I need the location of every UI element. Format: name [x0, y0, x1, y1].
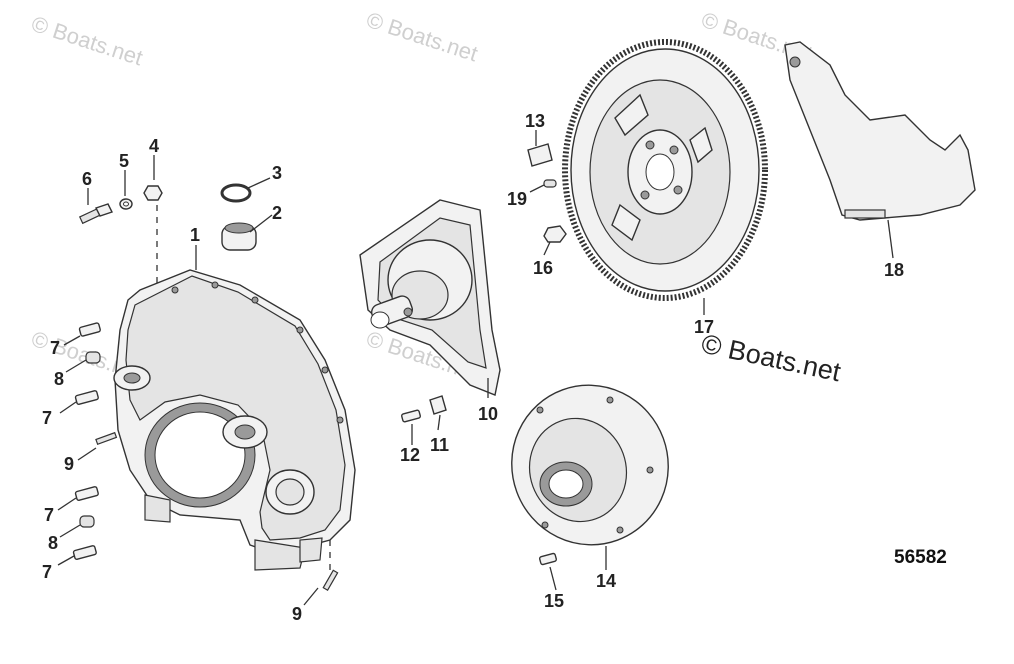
- callouts: 1 2 3 4 5 6 7 8 7 9 7 8 7 9 10 11 12 13 …: [42, 111, 904, 624]
- callout-4: 4: [149, 136, 159, 156]
- callout-15: 15: [544, 591, 564, 611]
- callout-19: 19: [507, 189, 527, 209]
- watermark: © Boats.net: [363, 7, 480, 66]
- hardware-group[interactable]: [72, 183, 339, 591]
- small-parts-center[interactable]: [401, 143, 567, 423]
- callout-7: 7: [44, 505, 54, 525]
- callout-11: 11: [430, 435, 449, 455]
- callout-14: 14: [596, 571, 616, 591]
- callout-5: 5: [119, 151, 129, 171]
- flywheel-housing[interactable]: [113, 269, 356, 571]
- callout-6: 6: [82, 169, 92, 189]
- callout-18: 18: [884, 260, 904, 280]
- leader-lines: [57, 130, 894, 606]
- callout-7: 7: [42, 562, 52, 582]
- callout-10: 10: [478, 404, 498, 424]
- callout-16: 16: [533, 258, 553, 278]
- flywheel[interactable]: [562, 39, 768, 301]
- callout-17: 17: [694, 317, 714, 337]
- diagram-code: 56582: [894, 547, 947, 568]
- callout-2: 2: [272, 203, 282, 223]
- callout-8: 8: [48, 533, 58, 553]
- callout-12: 12: [400, 445, 420, 465]
- callout-9: 9: [64, 454, 74, 474]
- callout-13: 13: [525, 111, 545, 131]
- adapter-plate[interactable]: [359, 199, 501, 396]
- watermark-main: © Boats.net: [699, 329, 844, 388]
- callout-7: 7: [50, 338, 60, 358]
- callout-8: 8: [54, 369, 64, 389]
- flywheel-shield[interactable]: [784, 41, 976, 221]
- callout-9: 9: [292, 604, 302, 624]
- callout-3: 3: [272, 163, 282, 183]
- coupler-disc[interactable]: [489, 363, 690, 567]
- callout-1: 1: [190, 225, 200, 245]
- watermark: © Boats.net: [28, 11, 145, 70]
- callout-7: 7: [42, 408, 52, 428]
